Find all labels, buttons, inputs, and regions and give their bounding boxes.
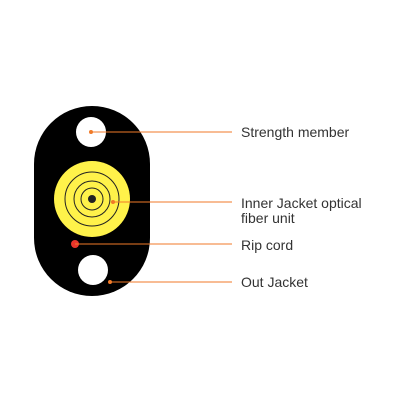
leader-dot-strength-member xyxy=(89,130,93,134)
leader-dot-inner-jacket xyxy=(111,200,115,204)
fiber-ring-outer xyxy=(64,171,120,227)
label-strength-member: Strength member xyxy=(241,124,350,140)
leader-dot-out-jacket xyxy=(108,280,112,284)
fiber-ring-inner xyxy=(80,187,104,211)
label-out-jacket: Out Jacket xyxy=(241,274,308,290)
fiber-ring-middle xyxy=(73,180,111,218)
fiber-core xyxy=(88,195,96,203)
strength-member-hole-bottom xyxy=(78,255,108,285)
label-rip-cord: Rip cord xyxy=(241,237,294,253)
label-inner-jacket-optical-fiber-unit: Inner Jacket optical fiber unit xyxy=(241,195,362,226)
